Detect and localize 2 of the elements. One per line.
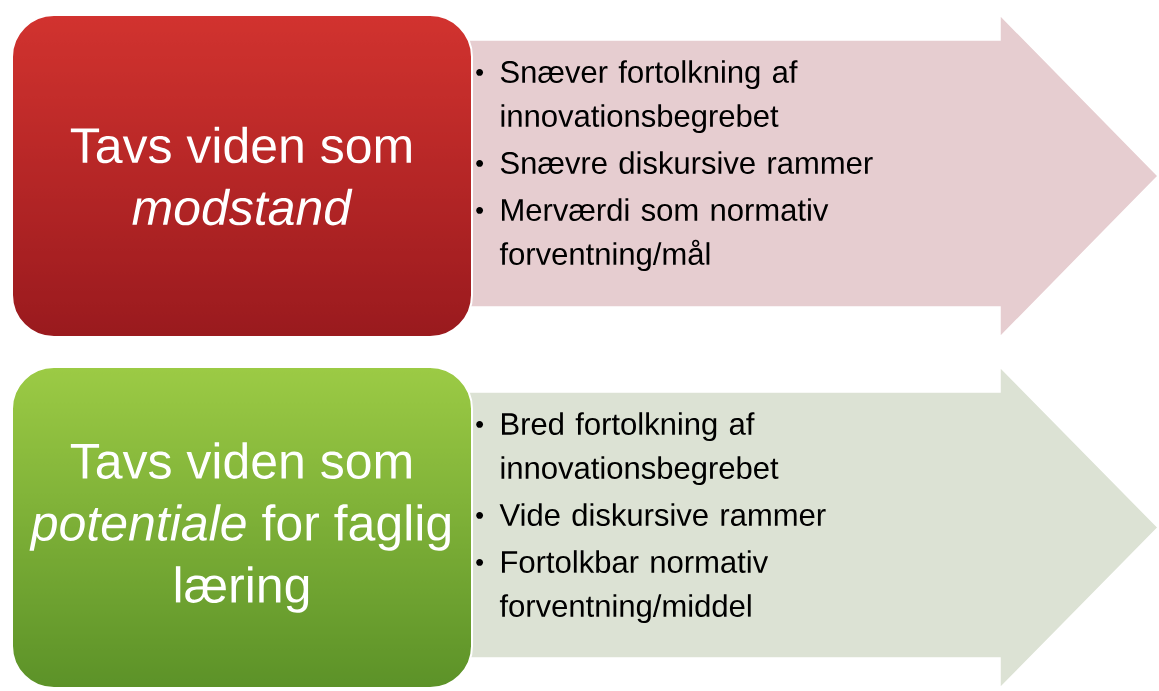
rounded-box: Tavs viden som potentiale for faglig læring [11, 366, 473, 689]
rounded-box: Tavs viden som modstand [11, 14, 473, 338]
